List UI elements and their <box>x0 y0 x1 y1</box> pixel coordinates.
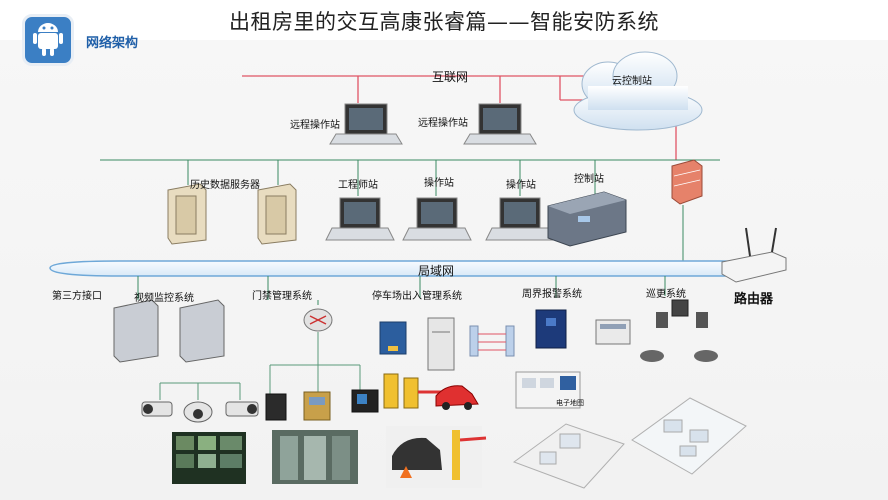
infrared-beam-icon <box>469 325 515 357</box>
server-icon <box>167 183 207 245</box>
lan-label: 局域网 <box>418 264 455 278</box>
perimeter-system-label: 周界报警系统 <box>522 289 582 300</box>
control-station-label: 控制站 <box>574 174 604 185</box>
monitor-wall-photo <box>172 432 246 484</box>
fingerprint-reader-icon <box>303 391 331 421</box>
door-system-label: 门禁管理系统 <box>252 291 312 302</box>
operator-station-label: 操作站 <box>424 178 454 189</box>
laptop-icon <box>463 103 537 145</box>
patrol-reader-icon <box>640 299 718 362</box>
computer-icon <box>427 317 455 371</box>
third-party-label: 第三方接口 <box>52 291 102 302</box>
video-system-label: 视频监控系统 <box>134 293 194 304</box>
server-icon <box>179 299 225 363</box>
barrier-gate-icon <box>383 373 442 409</box>
internet-label: 互联网 <box>432 70 469 84</box>
parking-system-label: 停车场出入管理系统 <box>372 291 462 302</box>
building-map-illustration <box>631 397 747 475</box>
access-controller-icon <box>379 321 407 355</box>
access-panel-icon <box>351 389 379 413</box>
history-server-label: 历史数据服务器 <box>190 180 260 191</box>
laptop-icon <box>402 197 472 241</box>
cloud-control-label: 云控制站 <box>612 76 652 87</box>
logo-text: 网络架构 <box>86 36 139 51</box>
car-icon <box>435 385 479 410</box>
remote-station-label: 远程操作站 <box>418 118 468 129</box>
laptop-icon <box>485 197 555 241</box>
building-map-illustration <box>512 423 625 489</box>
remote-station-label: 远程操作站 <box>290 120 340 131</box>
rack-server-icon <box>547 191 627 247</box>
laptop-icon <box>325 197 395 241</box>
android-icon <box>22 14 74 66</box>
entrance-photo <box>272 430 358 484</box>
camera-icon <box>141 401 173 417</box>
parking-photo <box>386 426 487 488</box>
server-icon <box>113 299 159 363</box>
operator-station-label: 操作站 <box>506 180 536 191</box>
camera-icon <box>225 401 259 417</box>
laptop-icon <box>329 103 403 145</box>
network-switch-icon <box>303 308 333 332</box>
router-label: 路由器 <box>734 292 774 307</box>
patrol-system-label: 巡更系统 <box>646 289 686 300</box>
electronic-map-icon <box>515 371 581 409</box>
router-icon <box>721 227 787 283</box>
lan-drops <box>137 276 666 305</box>
dome-camera-icon <box>183 401 213 423</box>
card-reader-icon <box>265 393 287 421</box>
control-network-line <box>100 159 720 196</box>
keypad-icon <box>595 319 631 345</box>
lan-bus <box>49 260 761 277</box>
cloud-control <box>573 51 703 131</box>
engineer-station-label: 工程师站 <box>338 180 378 191</box>
alarm-host-icon <box>535 309 567 349</box>
camera-links <box>159 332 361 400</box>
server-icon <box>257 183 297 245</box>
firewall-icon <box>671 159 703 205</box>
page-title: 出租房里的交互高康张睿篇——智能安防系统 <box>229 10 659 34</box>
logo: 网络架构 <box>18 14 158 72</box>
electronic-map-label: 电子地图 <box>556 399 584 407</box>
